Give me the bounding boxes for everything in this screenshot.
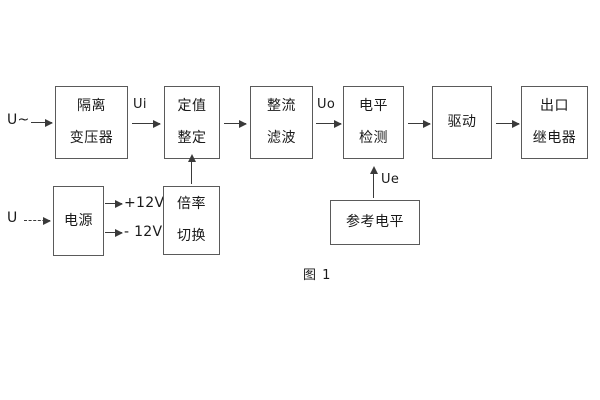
block-output-relay: 出口 继电器 (521, 86, 588, 159)
arrow-rectifier-filter-to-level-detection (316, 119, 342, 128)
arrow-power-supply-positive-rail (105, 199, 123, 208)
ui-signal-label: Ui (133, 97, 147, 112)
uo-signal-label: Uo (317, 97, 336, 112)
positive-rail-label: +12V (124, 195, 165, 211)
block-setting-value-line-1: 定值 (177, 98, 207, 115)
arrow-dc-input-to-power-supply (24, 216, 51, 225)
block-isolation-transformer-line-1: 隔离 (77, 98, 106, 115)
negative-rail-label: - 12V (124, 224, 163, 240)
block-reference-level: 参考电平 (330, 200, 420, 245)
block-power-supply: 电源 (53, 186, 104, 256)
block-drive: 驱动 (432, 86, 492, 159)
block-level-detection-line-1: 电平 (359, 98, 388, 115)
block-multiplier-switch-line-2: 切换 (177, 228, 206, 244)
block-output-relay-line-2: 继电器 (532, 130, 577, 146)
block-isolation-transformer: 隔离 变压器 (55, 86, 128, 159)
arrow-reference-level-to-level-detection (369, 166, 378, 198)
block-rectifier-filter-line-1: 整流 (267, 98, 296, 115)
figure-caption: 图 1 (303, 268, 332, 283)
arrow-isolation-transformer-to-setting-value (132, 119, 161, 128)
arrow-setting-value-to-rectifier-filter (224, 119, 247, 128)
block-multiplier-switch-line-1: 倍率 (177, 196, 206, 213)
block-multiplier-switch: 倍率 切换 (163, 186, 220, 255)
block-power-supply-line-1: 电源 (64, 212, 93, 229)
block-level-detection: 电平 检测 (343, 86, 404, 159)
arrow-power-supply-negative-rail (105, 228, 123, 237)
block-drive-line-1: 驱动 (447, 114, 477, 131)
ue-signal-label: Ue (381, 172, 400, 187)
block-rectifier-filter-line-2: 滤波 (267, 130, 296, 146)
arrow-multiplier-switch-to-setting-value (187, 154, 196, 184)
arrow-ac-input-to-isolation-transformer (31, 118, 53, 127)
block-isolation-transformer-line-2: 变压器 (69, 130, 114, 146)
block-setting-value-line-2: 整定 (177, 130, 207, 146)
block-level-detection-line-2: 检测 (359, 130, 388, 146)
block-output-relay-line-1: 出口 (540, 98, 569, 115)
block-reference-level-line-1: 参考电平 (346, 214, 404, 231)
ac-input-label: U~ (7, 112, 30, 128)
arrow-drive-to-output-relay (496, 119, 520, 128)
arrow-level-detection-to-drive (408, 119, 431, 128)
dc-input-label: U (7, 210, 18, 226)
block-setting-value: 定值 整定 (164, 86, 220, 159)
block-rectifier-filter: 整流 滤波 (250, 86, 313, 159)
